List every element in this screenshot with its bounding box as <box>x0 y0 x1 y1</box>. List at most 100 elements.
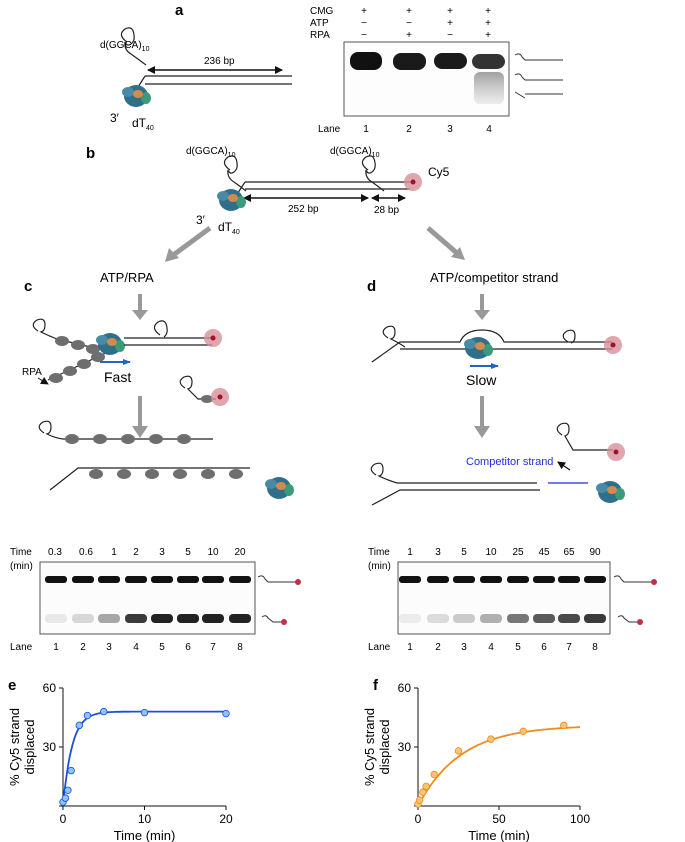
x-axis-label: Time (min) <box>468 828 530 842</box>
gel-band-product <box>399 614 421 623</box>
lane-c-4: 4 <box>133 642 139 653</box>
panel-d-schematic: Slow Competitor strand <box>370 294 625 506</box>
panel-label-a: a <box>175 2 184 19</box>
x-tick-label: 100 <box>570 812 590 826</box>
data-point <box>75 721 83 730</box>
gel-band-product <box>427 614 449 623</box>
panel-b-seq2: d(GGCA)10 <box>330 146 380 159</box>
data-point <box>560 721 568 730</box>
lane-c-6: 6 <box>185 642 191 653</box>
time-word-c: Time <box>10 547 32 558</box>
data-point <box>64 786 72 794</box>
sign-cmg-4: + <box>485 6 491 17</box>
time-d-7: 65 <box>563 547 575 558</box>
lane-d-8: 8 <box>592 642 598 653</box>
data-point <box>83 711 92 720</box>
panel-a-schematic: d(GGCA)10 236 bp 3′ dT40 <box>100 27 292 132</box>
lane-c-5: 5 <box>159 642 165 653</box>
data-point <box>487 735 495 743</box>
cmg-helicase-b <box>217 189 246 211</box>
panel-a-3prime: 3′ <box>110 111 120 125</box>
lane-c-2: 2 <box>80 642 86 653</box>
fit-curve <box>62 710 226 807</box>
gel-band-substrate <box>72 576 94 583</box>
y-tick-label: 60 <box>43 681 57 695</box>
time-d-8: 90 <box>589 547 601 558</box>
data-point <box>100 707 108 716</box>
time-d-5: 25 <box>512 547 524 558</box>
panel-label-d: d <box>367 278 376 295</box>
row-label-cmg: CMG <box>310 6 334 17</box>
sign-rpa-1: − <box>361 30 367 41</box>
gel-band-substrate <box>151 576 173 583</box>
row-label-rpa: RPA <box>310 30 330 41</box>
x-tick-label: 0 <box>415 812 422 826</box>
time-d-3: 5 <box>461 547 467 558</box>
x-tick-label: 10 <box>138 812 152 826</box>
gel-band-substrate <box>229 576 251 583</box>
data-point <box>430 770 438 779</box>
gel-band-product <box>558 614 580 623</box>
gel-band-substrate <box>453 576 475 583</box>
time-d-6: 45 <box>538 547 550 558</box>
gel-band-substrate <box>202 576 224 583</box>
gel-band-substrate <box>45 576 67 583</box>
gel-band-product <box>584 614 606 623</box>
y-tick-label: 30 <box>398 740 412 754</box>
sign-atp-2: − <box>406 18 412 29</box>
panel-a-length: 236 bp <box>204 56 235 67</box>
x-tick-label: 0 <box>60 812 67 826</box>
lane-c-3: 3 <box>106 642 112 653</box>
gel-band-substrate <box>533 576 555 583</box>
panel-c-speed: Fast <box>104 369 131 385</box>
data-point <box>61 794 70 802</box>
lane-d-5: 5 <box>515 642 521 653</box>
sign-atp-3: + <box>447 18 453 29</box>
sign-atp-4: + <box>485 18 491 29</box>
y-axis-label: % Cy5 strand <box>7 708 22 786</box>
hairpin-shape <box>120 27 147 66</box>
data-point <box>67 766 75 775</box>
time-c-6: 5 <box>185 547 191 558</box>
sign-cmg-3: + <box>447 6 453 17</box>
gel-band-product <box>151 614 173 623</box>
lane-a-1: 1 <box>363 124 369 135</box>
panel-b-cy5: Cy5 <box>428 165 450 179</box>
lane-d-7: 7 <box>566 642 572 653</box>
gel-band <box>472 54 505 69</box>
lane-word-a: Lane <box>318 124 341 135</box>
gel-band <box>393 53 426 70</box>
gel-band <box>434 53 467 69</box>
data-point <box>140 708 149 717</box>
panel-a-dt: dT40 <box>132 116 154 132</box>
panel-d-gel: Time (min) 1 3 5 10 25 45 65 90 Lane 1 2… <box>368 547 657 653</box>
gel-band-substrate <box>177 576 199 583</box>
time-c-2: 0.6 <box>79 547 93 558</box>
cmg-helicase-c <box>96 333 125 355</box>
sign-cmg-2: + <box>406 6 412 17</box>
panel-b-3prime: 3′ <box>196 213 206 227</box>
lane-word-d: Lane <box>368 642 391 653</box>
panel-b-len2: 28 bp <box>374 205 399 216</box>
gel-band-product <box>125 614 147 623</box>
panel-label-c: c <box>24 278 32 295</box>
gel-band-substrate <box>507 576 529 583</box>
gel-band-substrate <box>480 576 502 583</box>
panel-a-gel: CMG ATP RPA + + + + − − + + − + − + Lane… <box>310 6 563 135</box>
lane-a-2: 2 <box>406 124 412 135</box>
lane-d-6: 6 <box>541 642 547 653</box>
time-c-3: 1 <box>111 547 117 558</box>
time-c-5: 3 <box>159 547 165 558</box>
time-c-8: 20 <box>234 547 246 558</box>
gel-band-substrate <box>399 576 421 583</box>
hairpin-shape <box>361 155 385 192</box>
lane-c-7: 7 <box>210 642 216 653</box>
panel-label-e: e <box>8 677 16 694</box>
gel-band-substrate <box>427 576 449 583</box>
y-tick-label: 30 <box>43 740 57 754</box>
hairpin-shape <box>223 155 247 192</box>
panel-d-speed: Slow <box>466 372 497 388</box>
flow-arrow-right <box>426 226 460 256</box>
gel-band-product <box>98 614 120 623</box>
